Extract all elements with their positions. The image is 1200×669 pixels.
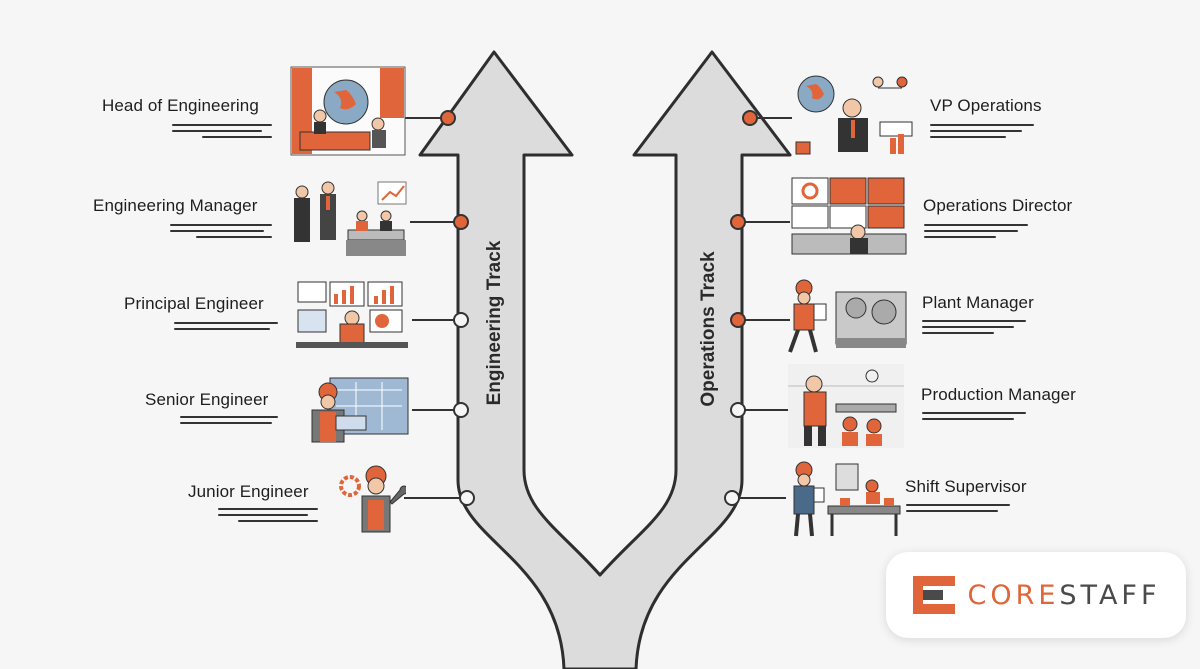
- node-production-manager: [730, 402, 746, 418]
- node-shift-supervisor: [724, 490, 740, 506]
- role-label-senior-engineer: Senior Engineer: [145, 390, 269, 409]
- logo-text-core: CORE: [967, 579, 1060, 611]
- role-desc-vp-operations: [930, 124, 1034, 142]
- gear-icon: [339, 475, 361, 497]
- role-label-operations-director: Operations Director: [923, 196, 1073, 215]
- role-label-principal-engineer: Principal Engineer: [124, 294, 264, 313]
- role-label-production-manager: Production Manager: [921, 385, 1076, 404]
- node-principal-engineer: [453, 312, 469, 328]
- role-label-plant-manager: Plant Manager: [922, 293, 1034, 312]
- illustration-operations-director: [791, 177, 907, 255]
- illustration-head-of-engineering: [290, 66, 406, 156]
- node-vp-operations: [742, 110, 758, 126]
- node-operations-director: [730, 214, 746, 230]
- illustration-senior-engineer: [311, 377, 409, 443]
- corestaff-logo-card: CORESTAFF: [886, 552, 1186, 638]
- role-desc-junior-engineer: [218, 508, 318, 526]
- role-desc-senior-engineer: [180, 416, 278, 428]
- lightbulb-icon: [865, 369, 879, 383]
- node-head-of-engineering: [440, 110, 456, 126]
- role-label-shift-supervisor: Shift Supervisor: [905, 477, 1027, 496]
- corestaff-logo-icon: [913, 576, 956, 614]
- node-senior-engineer: [453, 402, 469, 418]
- illustration-engineering-manager: [294, 181, 407, 256]
- role-desc-production-manager: [922, 412, 1026, 424]
- role-label-vp-operations: VP Operations: [930, 96, 1042, 115]
- role-desc-engineering-manager: [170, 224, 272, 242]
- role-label-junior-engineer: Junior Engineer: [188, 482, 309, 501]
- corestaff-logo-text: CORESTAFF: [967, 580, 1160, 611]
- illustration-shift-supervisor: [793, 461, 901, 537]
- role-desc-shift-supervisor: [906, 504, 1010, 516]
- role-label-engineering-manager: Engineering Manager: [93, 196, 258, 215]
- logo-text-staff: STAFF: [1059, 579, 1161, 611]
- fork-arrow-shape: [418, 50, 792, 669]
- node-plant-manager: [730, 312, 746, 328]
- node-junior-engineer: [459, 490, 475, 506]
- illustration-principal-engineer: [296, 281, 408, 348]
- role-label-head-of-engineering: Head of Engineering: [102, 96, 259, 115]
- node-engineering-manager: [453, 214, 469, 230]
- role-desc-head-of-engineering: [172, 124, 272, 142]
- role-desc-plant-manager: [922, 320, 1026, 338]
- illustration-junior-engineer: [339, 465, 406, 533]
- illustration-vp-operations: [795, 75, 913, 155]
- role-desc-operations-director: [924, 224, 1028, 242]
- illustration-plant-manager: [788, 279, 907, 353]
- illustration-production-manager: [788, 364, 904, 448]
- role-desc-principal-engineer: [174, 322, 278, 334]
- wrench-icon: [389, 485, 406, 505]
